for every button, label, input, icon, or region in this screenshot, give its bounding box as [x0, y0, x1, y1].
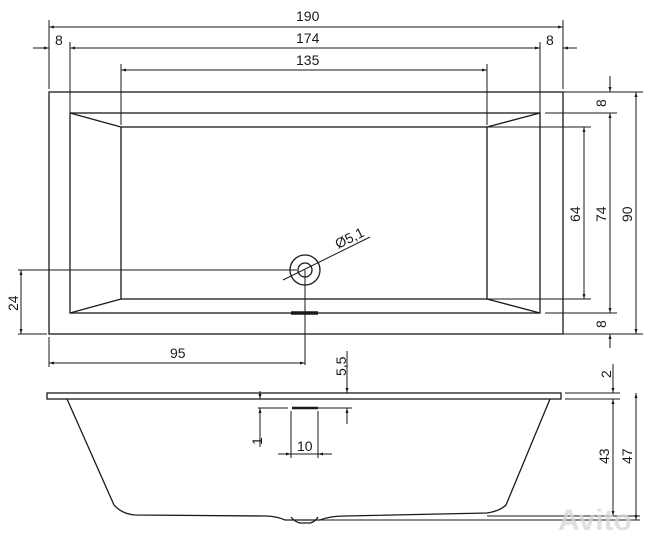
top-view: Ø5,1 190 174 8 8 135 90 [5, 8, 643, 367]
dim-rim-inner-length: 174 [296, 30, 320, 46]
side-basin-outline [66, 398, 551, 521]
side-rim-plate [46, 392, 562, 400]
basin-bottom-outline [120, 126, 488, 300]
outer-rim-outline [48, 91, 564, 335]
watermark-logo: Avito [558, 504, 632, 537]
dim-overflow-offset: 5,5 [333, 356, 349, 376]
drain-icon: Ø5,1 [18, 224, 371, 365]
dim-drain-from-edge: 24 [5, 295, 21, 311]
dim-total-height: 47 [619, 448, 635, 464]
dim-overall-length: 190 [296, 8, 320, 24]
dim-overflow-height: 1 [249, 437, 265, 445]
dim-left-rim-width: 8 [55, 32, 63, 48]
dim-rim-thickness: 2 [598, 370, 614, 378]
dim-basin-bottom-width: 64 [567, 206, 583, 222]
dim-rim-inner-width: 74 [593, 206, 609, 222]
dim-overflow-width: 10 [297, 438, 313, 454]
dim-bottom-rim-width: 8 [593, 320, 609, 328]
dim-top-rim-width: 8 [593, 99, 609, 107]
dim-basin-bottom-length: 135 [296, 52, 320, 68]
dim-overall-width: 90 [619, 206, 635, 222]
dim-drain-from-left: 95 [170, 345, 186, 361]
dim-basin-depth: 43 [596, 448, 612, 464]
side-view: 5,5 1 10 2 43 47 [46, 351, 640, 524]
dim-right-rim-width: 8 [546, 32, 554, 48]
